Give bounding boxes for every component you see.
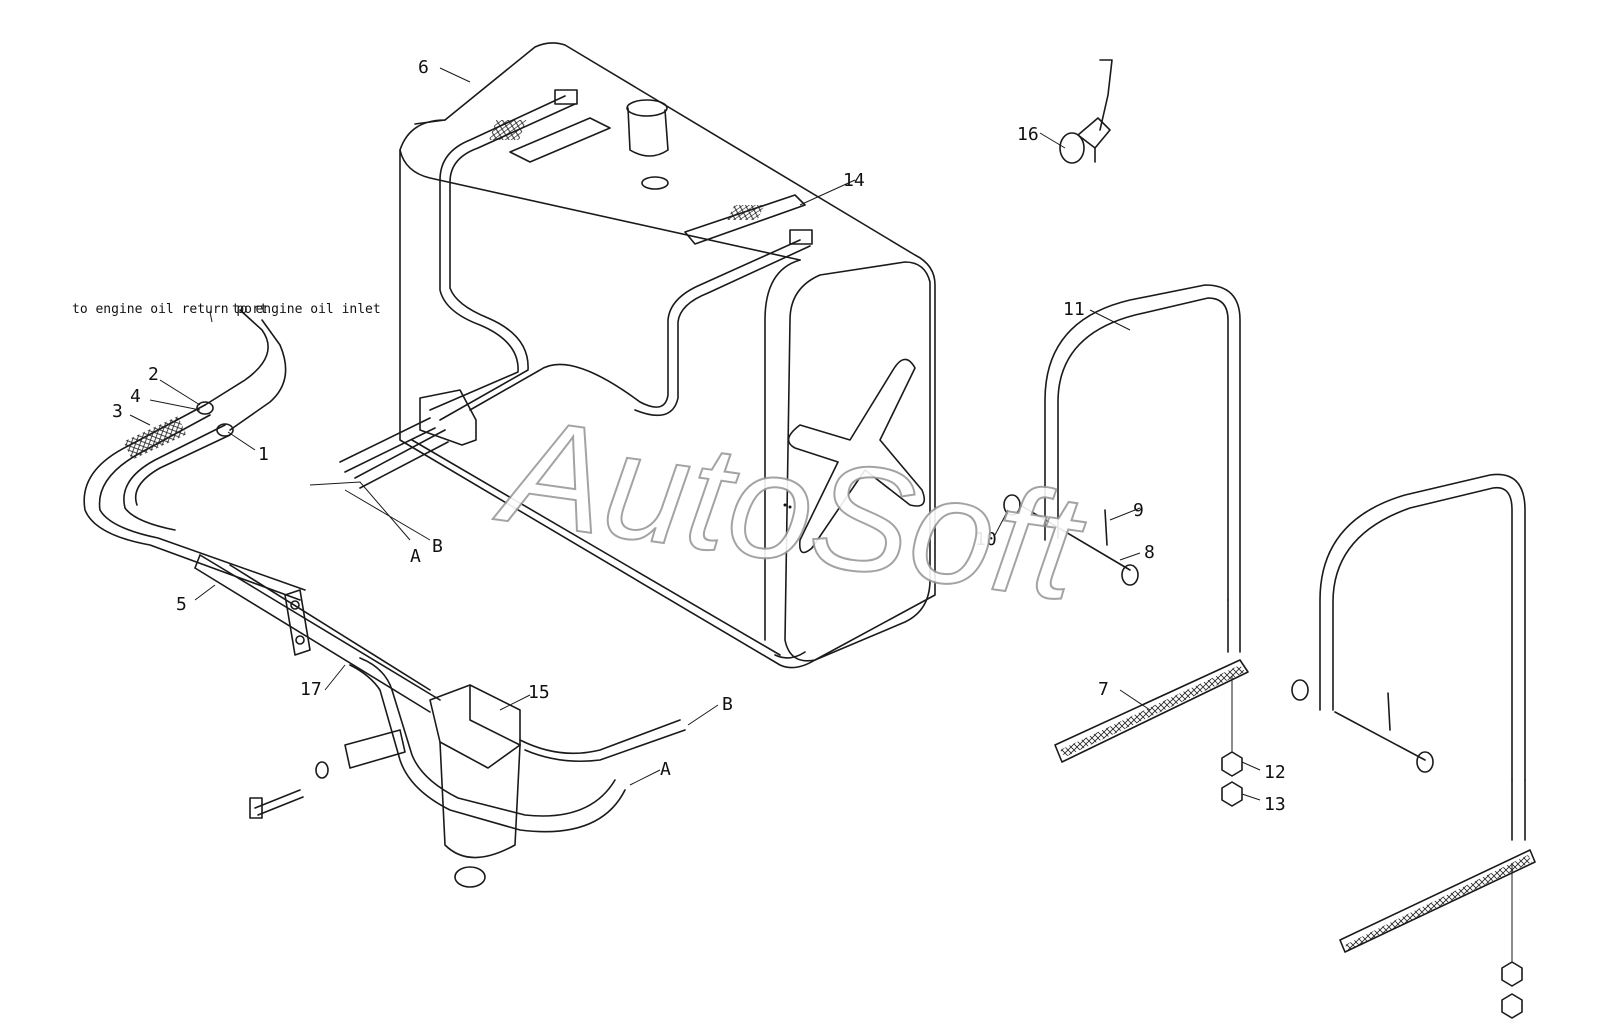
callout-8: 8: [1144, 542, 1155, 563]
tank-strap-assembly: [1003, 284, 1249, 807]
callout-15: 15: [528, 682, 550, 703]
callout-17: 17: [300, 679, 322, 700]
connector-a-bottom: A: [660, 759, 671, 780]
note-inlet: to engine oil inlet: [232, 302, 381, 317]
connector-a-top: A: [410, 546, 421, 567]
callout-4: 4: [130, 386, 141, 407]
callout-16: 16: [1017, 124, 1039, 145]
callout-2: 2: [148, 364, 159, 385]
callout-13: 13: [1264, 794, 1286, 815]
callout-1: 1: [258, 444, 269, 465]
callout-9: 9: [1133, 500, 1144, 521]
callout-11: 11: [1063, 299, 1085, 320]
callout-12: 12: [1264, 762, 1286, 783]
callout-3: 3: [112, 401, 123, 422]
callout-6: 6: [418, 57, 429, 78]
connector-b-top: B: [432, 536, 443, 557]
callout-7: 7: [1098, 679, 1109, 700]
fuel-tank: [309, 42, 936, 669]
leader-lines: [129, 67, 1261, 801]
watermark: AutoSoft: [488, 384, 1094, 632]
callout-14: 14: [843, 170, 865, 191]
tank-strap-assembly-2: [1291, 473, 1536, 1019]
callout-10: 10: [975, 529, 997, 550]
fuel-cock: [1059, 59, 1113, 164]
callout-5: 5: [176, 594, 187, 615]
fuel-line-assembly: [83, 309, 686, 888]
note-return-port: to engine oil return port: [72, 302, 268, 317]
connector-b-bottom: B: [722, 694, 733, 715]
